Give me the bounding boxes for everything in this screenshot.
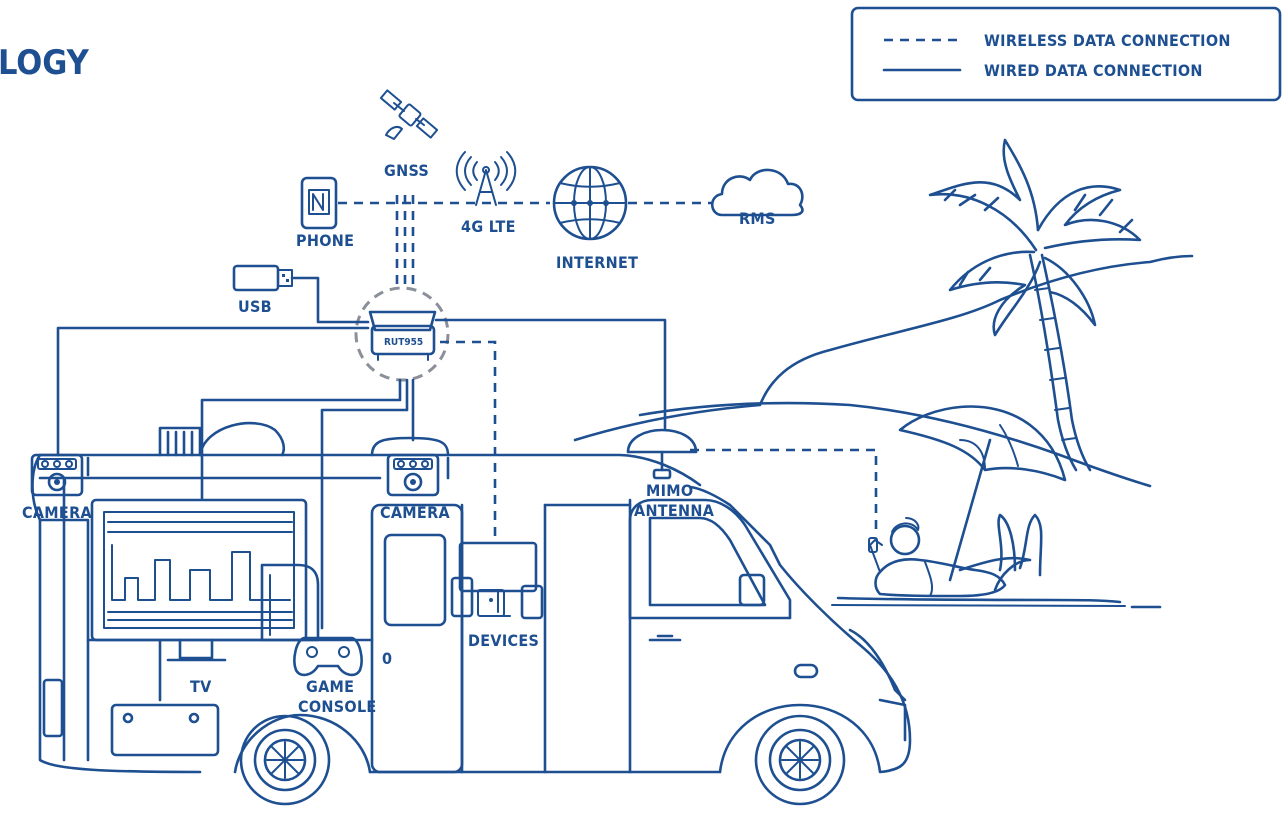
gamepad-icon — [293, 636, 363, 677]
front-wheel — [754, 714, 846, 806]
usb-stick-icon — [232, 264, 293, 292]
rear-wheel — [239, 714, 331, 806]
legend-wireless-label: WIRELESS DATA CONNECTION — [984, 31, 1231, 50]
globe-icon — [552, 165, 628, 241]
internet-label: INTERNET — [556, 253, 638, 272]
mimo-label-line1: MIMO — [646, 481, 693, 500]
cloud-icon — [710, 168, 804, 217]
lte-label: 4G LTE — [461, 217, 516, 236]
camera-icon — [30, 453, 84, 497]
wireless-connections — [338, 195, 878, 540]
tv-label: TV — [190, 677, 212, 696]
person-icon — [831, 513, 1162, 609]
page-title: LOGY — [0, 43, 90, 83]
router-icon: RUT955 — [368, 310, 437, 361]
wired-connections — [56, 276, 667, 630]
devices-label: DEVICES — [468, 631, 539, 650]
umbrella-icon — [898, 405, 1067, 582]
devices-icon — [450, 541, 544, 620]
hills — [573, 254, 1194, 488]
router-label: RUT955 — [384, 337, 423, 348]
game-console-label-line2: CONSOLE — [298, 697, 377, 716]
camera-left-label: CAMERA — [22, 503, 92, 522]
antenna-icon — [626, 428, 698, 480]
legend: WIRELESS DATA CONNECTION WIRED DATA CONN… — [850, 6, 1282, 102]
palm-tree-icon — [928, 138, 1142, 472]
gnss-label: GNSS — [384, 161, 429, 180]
mimo-label-line2: ANTENNA — [634, 501, 715, 520]
console-tower-icon — [260, 563, 320, 642]
door-marking: 0 — [382, 649, 392, 668]
usb-label: USB — [238, 297, 272, 316]
satellite-icon — [379, 89, 439, 140]
camera-center-label: CAMERA — [380, 503, 450, 522]
phone-label: PHONE — [296, 231, 354, 250]
rms-label: RMS — [739, 209, 776, 228]
camera-icon — [386, 453, 440, 497]
cell-tower-icon — [455, 151, 517, 206]
tv-icon — [90, 498, 308, 662]
legend-wired-label: WIRED DATA CONNECTION — [984, 61, 1203, 80]
game-console-label-line1: GAME — [306, 677, 354, 696]
phone-icon — [300, 176, 338, 230]
